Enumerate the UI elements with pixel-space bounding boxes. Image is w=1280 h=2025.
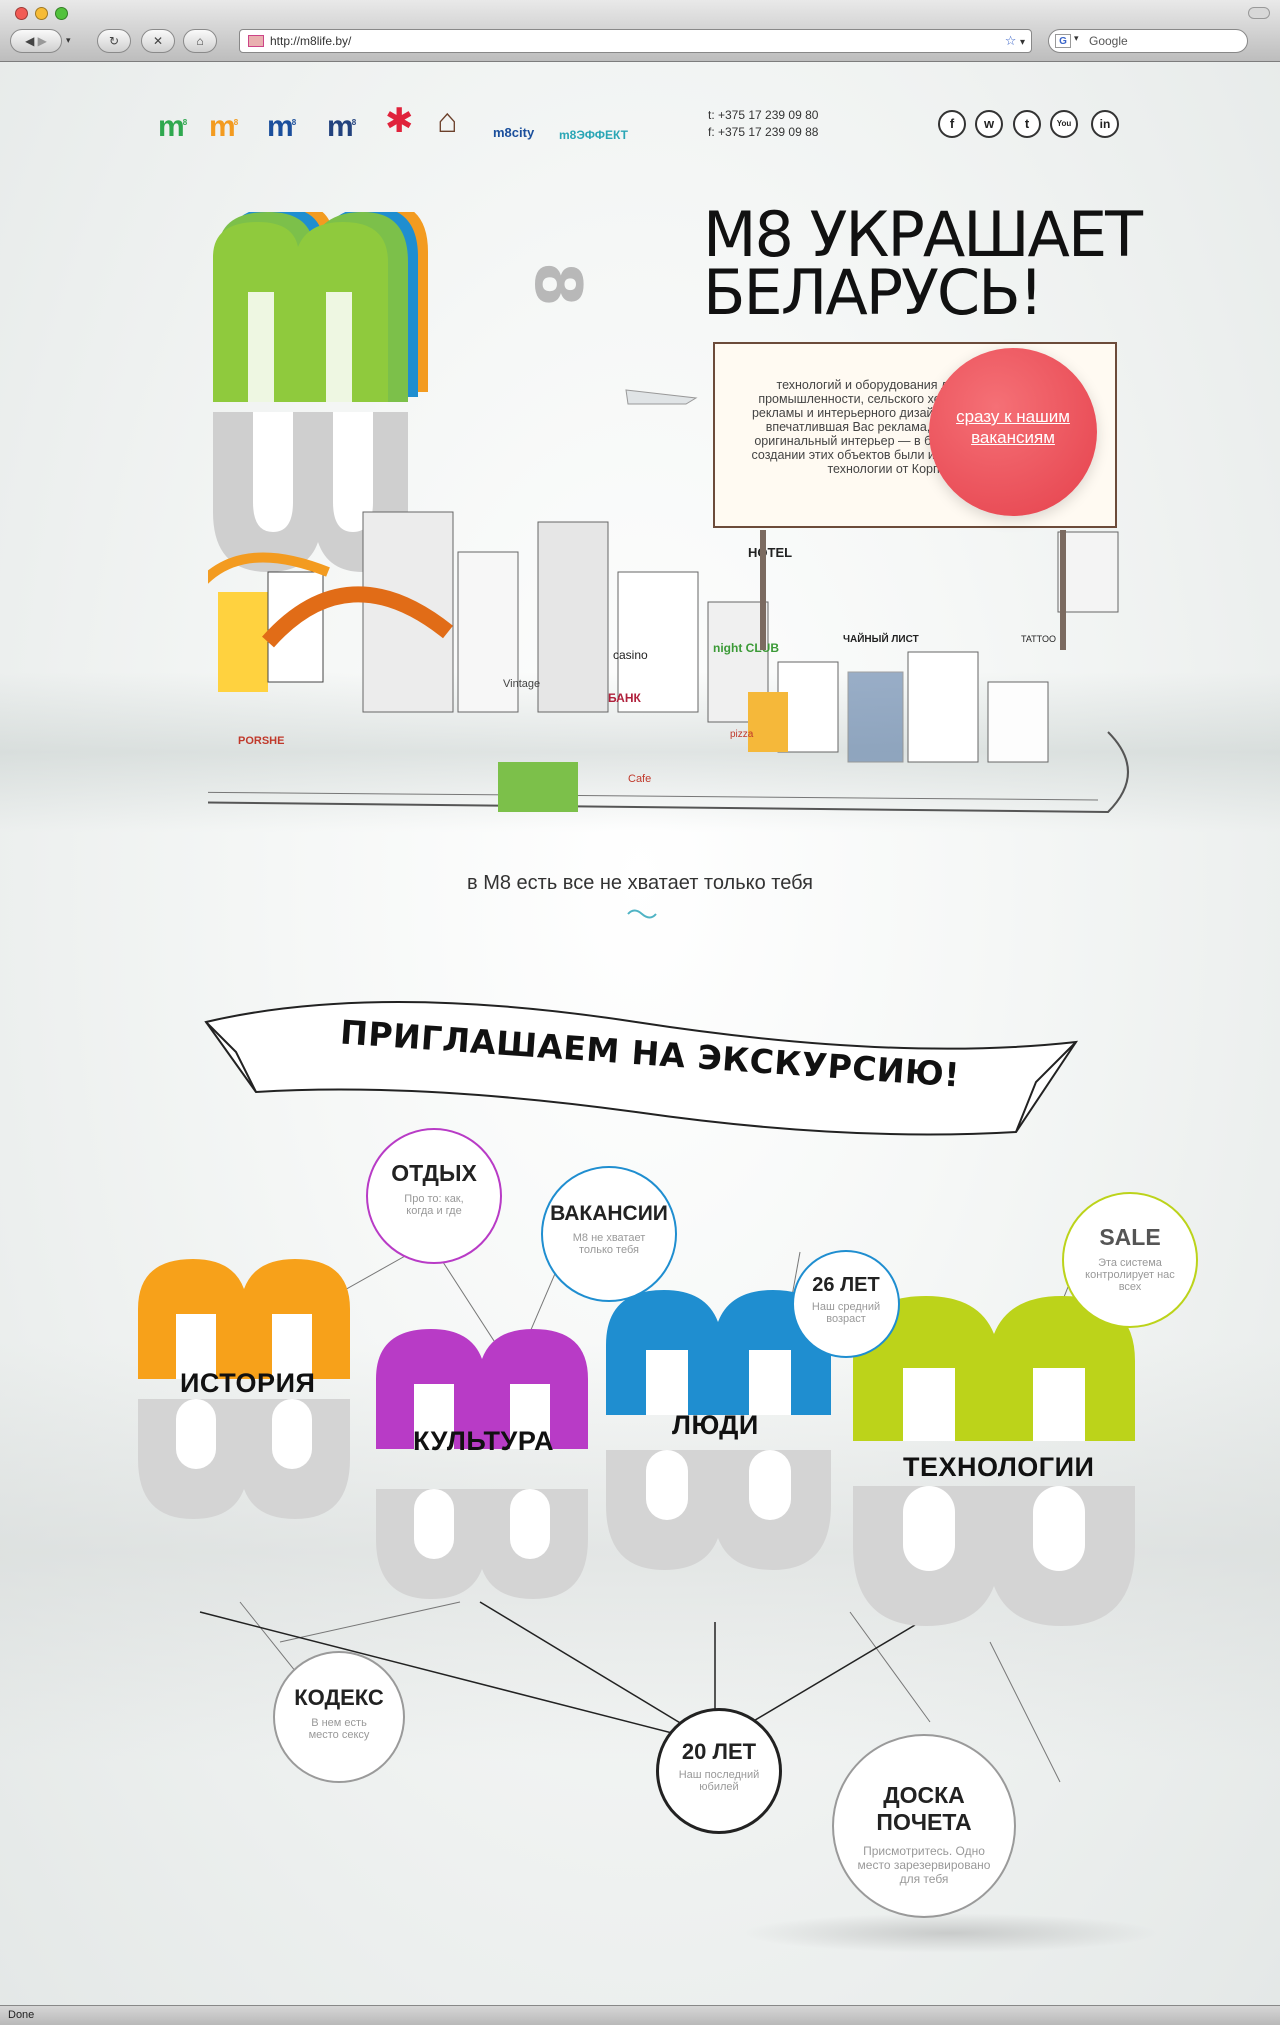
rest-subtitle: Про то: как, когда и где	[404, 1193, 464, 1217]
codex-subtitle: В нем есть место сексу	[308, 1717, 370, 1741]
rest-title: ОТДЫХ	[391, 1160, 477, 1186]
browser-toolbar: ◀ ▶ ▾ ↻ ✕ ⌂ http://m8life.by/ ☆ ▾ G ▾ Go…	[0, 0, 1280, 62]
pizza-sign: pizza	[730, 729, 754, 740]
brand-logo-star[interactable]: ✱	[385, 102, 413, 140]
brand-logo-m8-orange[interactable]: m8	[209, 110, 239, 143]
reload-icon: ↻	[108, 34, 120, 48]
city-illustration: 8 HOTEL casino night CLUB БАНК Cafe pizz…	[208, 212, 1129, 814]
casino-sign: casino	[613, 648, 648, 662]
porshe-sign: PORSHE	[238, 735, 284, 747]
technology-label[interactable]: ТЕХНОЛОГИИ	[903, 1452, 1095, 1482]
codex-title: КОДЕКС	[294, 1685, 384, 1710]
tattoo-sign: TATTOO	[1021, 634, 1056, 644]
brand-logo-text: m	[267, 110, 294, 143]
brand-logo-house[interactable]: ⌂	[437, 102, 457, 140]
brand-logo-m8effect[interactable]: m8ЭФФЕКТ	[559, 128, 629, 142]
site-favicon-icon	[248, 35, 264, 47]
average-age-subtitle: Наш средний возраст	[811, 1301, 881, 1325]
brand-logo-m8city[interactable]: m8city	[493, 125, 535, 140]
stop-button[interactable]: ✕	[141, 29, 175, 53]
brand-logo-m8-navy[interactable]: m8	[327, 110, 357, 143]
culture-m-shape[interactable]	[376, 1329, 588, 1609]
sign-post-right	[1060, 530, 1066, 650]
tea-leaf-sign: ЧАЙНЫЙ ЛИСТ	[843, 632, 919, 645]
honor-board-bubble[interactable]: ДОСКА ПОЧЕТА Присмотритесь. Одно место з…	[832, 1734, 1016, 1918]
nightclub-sign: night CLUB	[713, 641, 779, 655]
svg-text:8: 8	[520, 262, 594, 307]
vkontakte-icon[interactable]: w	[975, 110, 1003, 138]
brand-logo-text: m	[158, 110, 185, 143]
sale-title: SALE	[1099, 1224, 1161, 1250]
tagline: в М8 есть все не хватает только тебя	[467, 872, 813, 894]
vacancies-bubble[interactable]: ВАКАНСИИ М8 не хватает только тебя	[541, 1166, 677, 1302]
vintage-sign: Vintage	[503, 678, 540, 690]
search-engine-dropdown-icon[interactable]: ▾	[1074, 33, 1079, 43]
home-icon: ⌂	[196, 34, 204, 48]
people-label[interactable]: ЛЮДИ	[672, 1410, 759, 1440]
sign-post-left	[760, 530, 766, 650]
facebook-icon[interactable]: f	[938, 110, 966, 138]
sale-bubble[interactable]: SALE Эта система контролирует нас всех	[1062, 1192, 1198, 1328]
ground-shadow	[740, 1913, 1160, 1953]
hero-title: М8 УКРАШАЕТ БЕЛАРУСЬ!	[703, 198, 1143, 329]
hotel-sign: HOTEL	[748, 545, 792, 560]
status-bar: Done	[0, 2005, 1280, 2025]
history-m-shape[interactable]	[138, 1259, 350, 1539]
culture-label[interactable]: КУЛЬТУРА	[413, 1426, 554, 1456]
address-text: http://m8life.by/	[270, 34, 352, 48]
reload-button[interactable]: ↻	[97, 29, 131, 53]
hero-title-line1: М8 УКРАШАЕТ	[703, 198, 1143, 271]
back-arrow-icon[interactable]: ◀	[25, 34, 35, 48]
honor-board-subtitle: Присмотритесь. Одно место зарезервирован…	[857, 1844, 991, 1886]
twitter-icon[interactable]: t	[1013, 110, 1041, 138]
rest-bubble[interactable]: ОТДЫХ Про то: как, когда и где	[366, 1128, 502, 1264]
address-bar[interactable]: http://m8life.by/ ☆ ▾	[239, 29, 1032, 53]
anniversary-bubble[interactable]: 20 ЛЕТ Наш последний юбилей	[656, 1708, 782, 1834]
brand-logo-m8-green[interactable]: m8	[158, 110, 188, 143]
people-m-shape[interactable]	[606, 1290, 831, 1590]
cafe-sign: Cafe	[628, 773, 651, 785]
vacancies-subtitle: М8 не хватает только тебя	[572, 1232, 646, 1256]
zoom-window-button[interactable]	[55, 7, 68, 20]
brand-logo-text: m	[327, 110, 354, 143]
honor-board-title: ДОСКА ПОЧЕТА	[876, 1782, 972, 1835]
toolbar-toggle-button[interactable]	[1248, 7, 1270, 19]
technology-m-shape[interactable]	[853, 1296, 1135, 1642]
search-engine-icon[interactable]: G	[1055, 34, 1071, 48]
page-viewport: m8 m8 m8 m8 ✱ ⌂ m8city m8ЭФФЕКТ t: +375 …	[0, 62, 1280, 2005]
banner-ribbon	[204, 1001, 1079, 1136]
hero-title-line2: БЕЛАРУСЬ!	[703, 256, 1044, 329]
ornament-icon	[627, 909, 657, 919]
close-window-button[interactable]	[15, 7, 28, 20]
vacancies-title: ВАКАНСИИ	[550, 1202, 668, 1225]
average-age-title: 26 ЛЕТ	[812, 1274, 880, 1296]
contact-block: t: +375 17 239 09 80 f: +375 17 239 09 8…	[708, 107, 818, 141]
average-age-bubble[interactable]: 26 ЛЕТ Наш средний возраст	[792, 1250, 900, 1358]
stop-icon: ✕	[152, 34, 164, 48]
vacancies-cta-button[interactable]: сразу к нашим вакансиям	[929, 348, 1097, 516]
codex-bubble[interactable]: КОДЕКС В нем есть место сексу	[273, 1651, 405, 1783]
address-dropdown-icon[interactable]: ▾	[1019, 37, 1025, 48]
phone-number: t: +375 17 239 09 80	[708, 108, 819, 122]
brand-logo-text: m	[209, 110, 236, 143]
search-placeholder: Google	[1089, 34, 1128, 48]
bank-sign: БАНК	[608, 691, 642, 705]
sale-subtitle: Эта система контролирует нас всех	[1085, 1257, 1175, 1293]
back-forward-button[interactable]: ◀ ▶	[10, 29, 62, 53]
anniversary-subtitle: Наш последний юбилей	[678, 1769, 760, 1793]
minimize-window-button[interactable]	[35, 7, 48, 20]
brand-logo-m8-blue[interactable]: m8	[267, 110, 297, 143]
history-dropdown-icon[interactable]: ▾	[66, 35, 71, 45]
linkedin-icon[interactable]: in	[1091, 110, 1119, 138]
bookmark-star-icon[interactable]: ☆	[1004, 33, 1017, 48]
youtube-icon[interactable]: You	[1050, 110, 1078, 138]
fax-number: f: +375 17 239 09 88	[708, 125, 819, 139]
search-field[interactable]: G ▾ Google	[1048, 29, 1248, 53]
home-button[interactable]: ⌂	[183, 29, 217, 53]
forward-arrow-icon[interactable]: ▶	[37, 34, 47, 48]
history-label[interactable]: ИСТОРИЯ	[180, 1368, 316, 1398]
anniversary-title: 20 ЛЕТ	[681, 1739, 757, 1764]
